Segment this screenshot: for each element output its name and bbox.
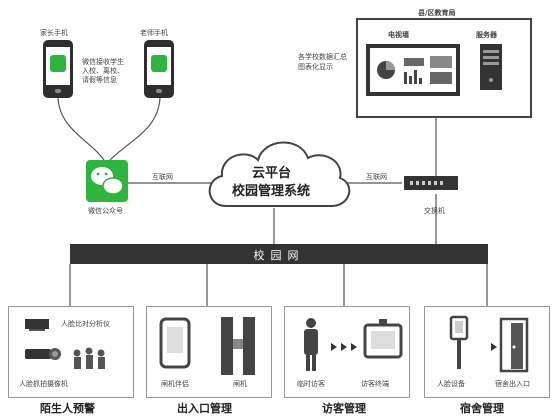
server-icon — [480, 44, 502, 90]
teacher-phone-icon — [144, 40, 174, 98]
parent-phone-icon — [43, 40, 73, 98]
stranger-warning-icons — [25, 319, 105, 369]
gate-companion-label: 闸机伴侣 — [161, 380, 189, 388]
subsystem-title: 宿舍管理 — [460, 402, 504, 415]
switch-label: 交换机 — [424, 207, 445, 215]
server-label: 服务器 — [476, 31, 497, 39]
cloud-line2: 校园管理系统 — [232, 184, 311, 199]
campus-network-label: 校园网 — [253, 249, 305, 262]
cloud-icon — [208, 141, 351, 207]
face-camera-label: 人脸抓拍摄像机 — [19, 380, 68, 388]
entrance-icons — [159, 317, 255, 375]
subsystem-entrance: 闸机伴侣 闸机 — [146, 306, 272, 398]
dormitory-icons — [449, 315, 529, 373]
subsystem-title: 陌生人预警 — [40, 402, 95, 415]
wechat-info-line: 入校、离校、 — [82, 67, 124, 75]
face-device-label: 人脸设备 — [437, 380, 465, 388]
wechat-info-line: 微信接收学生 — [82, 58, 124, 66]
tv-wall-icon — [366, 44, 460, 96]
wechat-info-line: 请假等信息 — [82, 76, 117, 84]
subsystem-stranger-warning: 人脸比对分析仪 人脸抓拍摄像机 — [8, 306, 134, 398]
wechat-logo-icon — [86, 160, 128, 202]
bureau-summary-text: 各学校数据汇总 图表化显示 — [298, 52, 347, 72]
visitor-icons — [304, 318, 403, 371]
switch-icon — [404, 176, 458, 190]
subsystem-title: 出入口管理 — [177, 402, 232, 415]
subsystem-title: 访客管理 — [322, 402, 366, 415]
bureau-title: 县/区教育局 — [418, 9, 456, 17]
teacher-phone-label: 老师手机 — [140, 29, 168, 37]
tv-wall-label: 电视墙 — [388, 31, 409, 39]
internet-right-label: 互联网 — [366, 173, 387, 181]
cloud-line1: 云平台 — [252, 166, 292, 181]
subsystem-visitor: 临时访客 访客终端 — [284, 306, 410, 398]
parent-phone-label: 家长手机 — [40, 29, 68, 37]
face-analyzer-label: 人脸比对分析仪 — [61, 320, 110, 328]
gate-label: 闸机 — [233, 380, 247, 388]
wechat-account-label: 微信公众号 — [88, 207, 123, 215]
internet-left-label: 互联网 — [152, 173, 173, 181]
education-bureau-panel: 电视墙 服务器 — [356, 18, 532, 118]
wechat-info-text: 微信接收学生 入校、离校、 请假等信息 — [82, 58, 124, 85]
subsystem-dormitory: 人脸设备 宿舍出入口 — [424, 306, 550, 398]
bureau-summary-line: 图表化显示 — [298, 63, 333, 71]
visitor-terminal-label: 访客终端 — [361, 380, 389, 388]
campus-network-bar: 校园网 — [70, 244, 488, 264]
temporary-visitor-label: 临时访客 — [297, 380, 325, 388]
bureau-summary-line: 各学校数据汇总 — [298, 53, 347, 61]
dorm-entrance-label: 宿舍出入口 — [495, 380, 530, 388]
